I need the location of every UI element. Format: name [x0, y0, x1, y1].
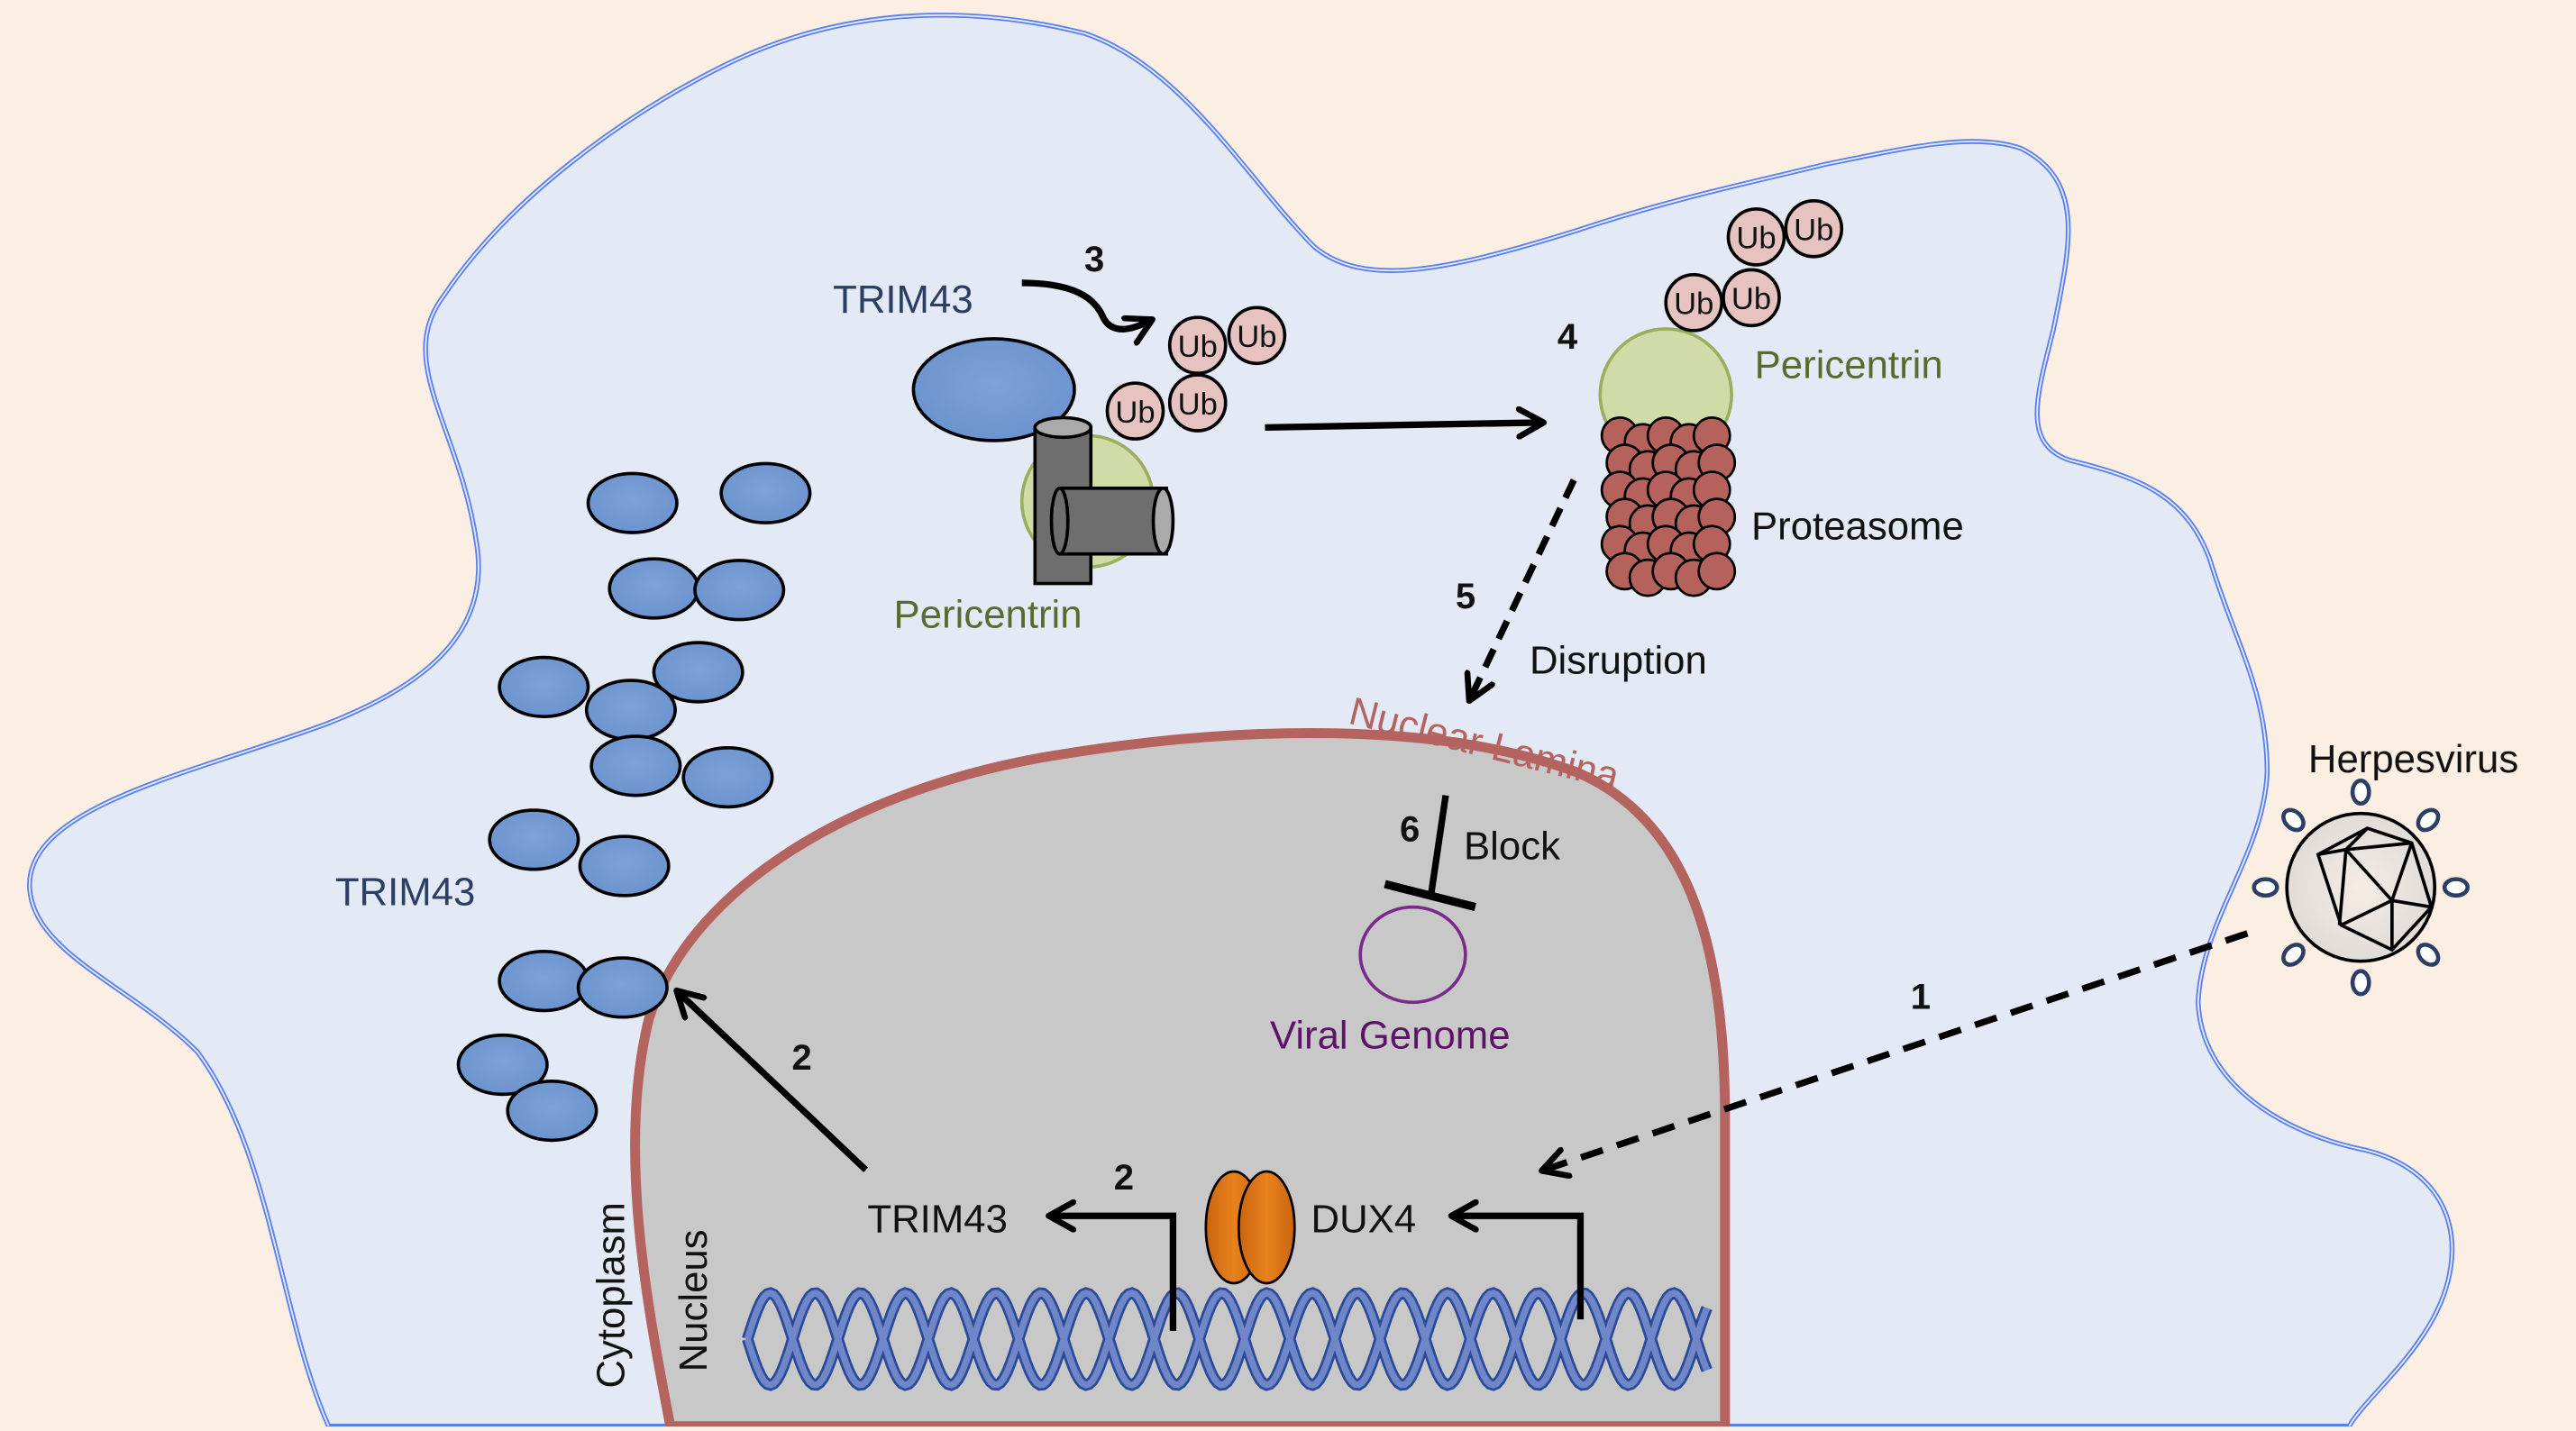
glycoprotein-spike: [2416, 807, 2441, 833]
trim43-promoter-arrow: [1052, 1216, 1177, 1331]
block-inhibition: 6 Block: [1384, 795, 1560, 911]
proteasome-complex: Ub Ub Ub Ub Pericentrin Proteasome: [1598, 198, 1964, 597]
ubiquitin-icon: Ub: [1167, 315, 1228, 376]
ubiquitin-chain: Ub Ub Ub Ub: [1105, 305, 1287, 441]
centriole-icon: [1033, 415, 1175, 586]
trim43-protein: [584, 679, 677, 742]
inhibition-line: [1427, 795, 1449, 897]
dna-helix: [742, 1287, 1713, 1391]
svg-text:Ub: Ub: [1178, 330, 1218, 364]
glycoprotein-spike: [2350, 778, 2371, 807]
trim43-protein: [589, 734, 682, 798]
trim43-protein: [576, 956, 669, 1019]
trim43-protein: [693, 559, 786, 622]
disruption-label: Disruption: [1530, 639, 1707, 683]
trim43-protein: [652, 641, 744, 704]
step-2-export-label: 2: [792, 1038, 812, 1078]
glycoprotein-spike: [2416, 943, 2441, 967]
svg-text:Ub: Ub: [1178, 387, 1218, 422]
trim43-protein: [456, 1033, 549, 1097]
glycoprotein-spike: [2281, 943, 2306, 967]
viral-genome-label: Viral Genome: [1270, 1013, 1511, 1057]
svg-text:Ub: Ub: [1736, 222, 1776, 256]
ubiquitin-icon: Ub: [1726, 207, 1786, 267]
capsid-icon: [2316, 826, 2434, 952]
trim43-protein: [488, 808, 580, 871]
ubiquitin-icon: Ub: [1784, 198, 1844, 259]
infection-arrow: [1544, 930, 2249, 1170]
trim43-protein: [498, 949, 590, 1013]
dux4-label: DUX4: [1311, 1197, 1417, 1241]
ubiquitin-chain: Ub Ub Ub Ub: [1664, 198, 1844, 333]
ubiquitin-icon: Ub: [1664, 273, 1724, 333]
proteasome-icon: [1600, 416, 1737, 597]
glycoprotein-spike: [2442, 877, 2470, 898]
trim43-protein: [578, 834, 671, 898]
step-3-label: 3: [1084, 240, 1104, 279]
nucleus: [630, 728, 1731, 1431]
step-6-label: 6: [1400, 810, 1420, 850]
glycoprotein-spike: [2252, 877, 2279, 898]
trim43-cytoplasm-label: TRIM43: [335, 870, 476, 915]
inhibition-bar: [1384, 880, 1476, 911]
step-4-label: 4: [1557, 317, 1578, 357]
dux4-protein: [1204, 1170, 1296, 1285]
trim43-protein: [506, 1079, 598, 1143]
ubiquitin-icon: Ub: [1722, 268, 1781, 328]
ubiquitin-icon: Ub: [1227, 305, 1287, 366]
trim43-gene-label: TRIM43: [867, 1197, 1008, 1241]
svg-text:Ub: Ub: [1115, 396, 1155, 430]
step-2-nuclear-label: 2: [1114, 1158, 1134, 1198]
ubiquitin-icon: Ub: [1167, 373, 1228, 433]
trim43-pericentrin-complex: Ub Ub Ub Ub TRIM43 Pericentrin 3: [833, 240, 1287, 637]
ubiquitination-arrow: [1021, 279, 1150, 329]
herpesvirus-label: Herpesvirus: [2308, 737, 2518, 781]
trim43-protein: [681, 745, 774, 809]
dna-strand: [744, 1290, 1711, 1389]
export-arrow: [679, 992, 869, 1172]
disruption-arrow: [1470, 479, 1577, 698]
svg-text:Ub: Ub: [1674, 287, 1713, 322]
viral-genome-circle: [1358, 905, 1467, 1005]
svg-text:Ub: Ub: [1731, 282, 1771, 316]
nucleus-label: Nucleus: [671, 1229, 716, 1372]
trim43-complex-label: TRIM43: [833, 278, 973, 322]
svg-text:Ub: Ub: [1794, 214, 1833, 248]
proteasome-label: Proteasome: [1751, 504, 1964, 548]
dux4-promoter-arrow: [1454, 1216, 1585, 1320]
trim43-protein: [911, 337, 1076, 442]
trim43-protein: [586, 471, 679, 534]
step-5-label: 5: [1456, 577, 1475, 616]
proteasome-subunit: [1697, 551, 1737, 591]
ubiquitin-icon: Ub: [1105, 381, 1165, 441]
trim43-protein: [719, 461, 812, 524]
degradation-arrow: [1265, 423, 1540, 427]
cytoplasm-label: Cytoplasm: [589, 1202, 634, 1389]
glycoprotein-spike: [2281, 807, 2306, 833]
pericentrin-degraded-label: Pericentrin: [1755, 343, 1943, 387]
step-1-label: 1: [1911, 978, 1931, 1017]
dna-strand: [744, 1290, 1711, 1389]
trim43-protein: [607, 557, 700, 620]
nuclear-lamina: [630, 728, 1731, 1431]
svg-text:Ub: Ub: [1237, 320, 1276, 354]
trim43-cytoplasmic-pool: [456, 461, 812, 1143]
glycoprotein-spike: [2350, 969, 2371, 997]
block-label: Block: [1464, 825, 1560, 869]
trim43-protein: [498, 655, 590, 718]
herpesvirus-icon: Herpesvirus: [2252, 737, 2518, 997]
pericentrin-complex-label: Pericentrin: [894, 593, 1082, 637]
